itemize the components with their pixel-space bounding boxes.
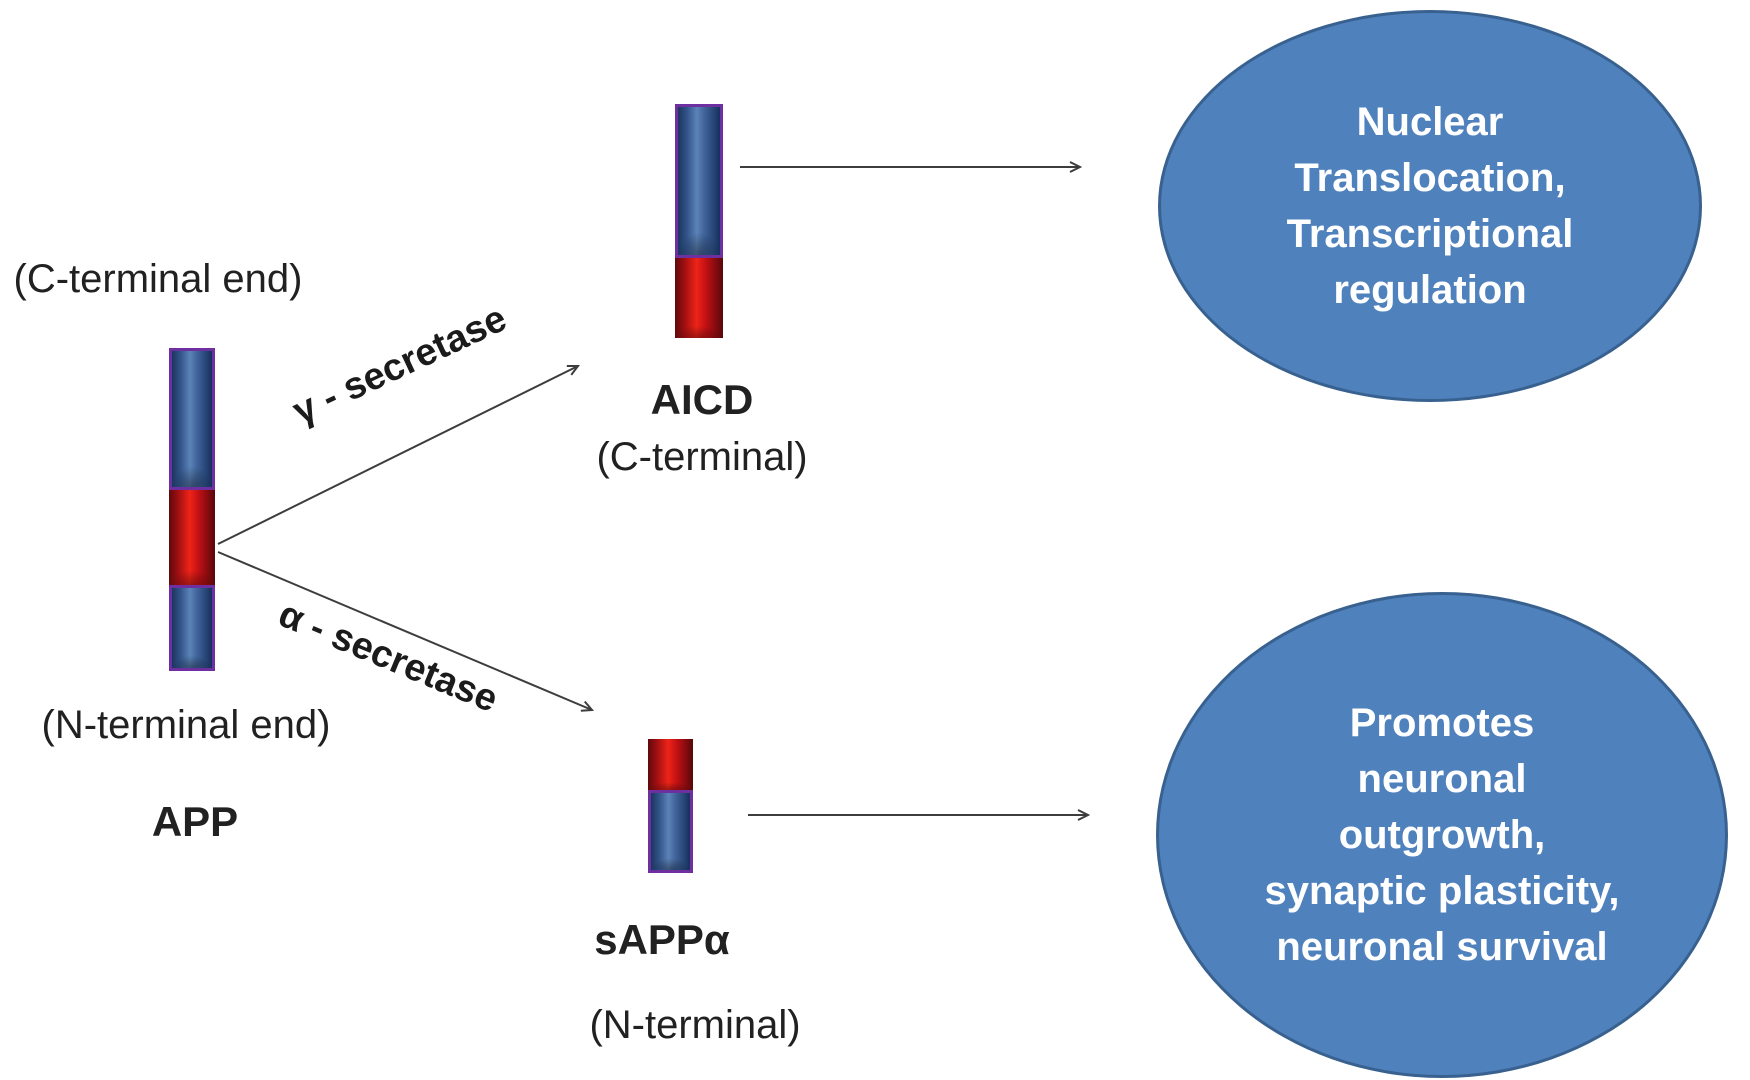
sappa-red-domain [648,739,693,790]
sappa-fragment-bar [648,739,693,873]
sappa-name-label: sAPPα [594,916,730,963]
app-transmembrane-domain [169,490,215,585]
app-name-label: APP [151,798,239,845]
app-n-terminal-domain [169,585,215,671]
aicd-red-domain [675,258,723,338]
app-n-terminal-label: (N-terminal end) [41,703,331,747]
alpha-outcome-ellipse: Promotes neuronal outgrowth, synaptic pl… [1156,592,1728,1078]
gamma-secretase-arrow [217,366,578,545]
gamma-outcome-ellipse: Nuclear Translocation, Transcriptional r… [1158,10,1702,402]
gamma-secretase-label: γ - secretase [286,297,514,433]
sappa-terminal-label: (N-terminal) [589,1003,801,1047]
aicd-name-label: AICD [650,376,754,423]
app-c-terminal-label: (C-terminal end) [13,257,303,301]
aicd-fragment-bar [675,104,723,338]
aicd-terminal-label: (C-terminal) [596,435,808,479]
sappa-blue-domain [648,790,693,873]
app-c-terminal-domain [169,348,215,490]
aicd-blue-domain [675,104,723,258]
app-protein-bar [169,348,215,671]
